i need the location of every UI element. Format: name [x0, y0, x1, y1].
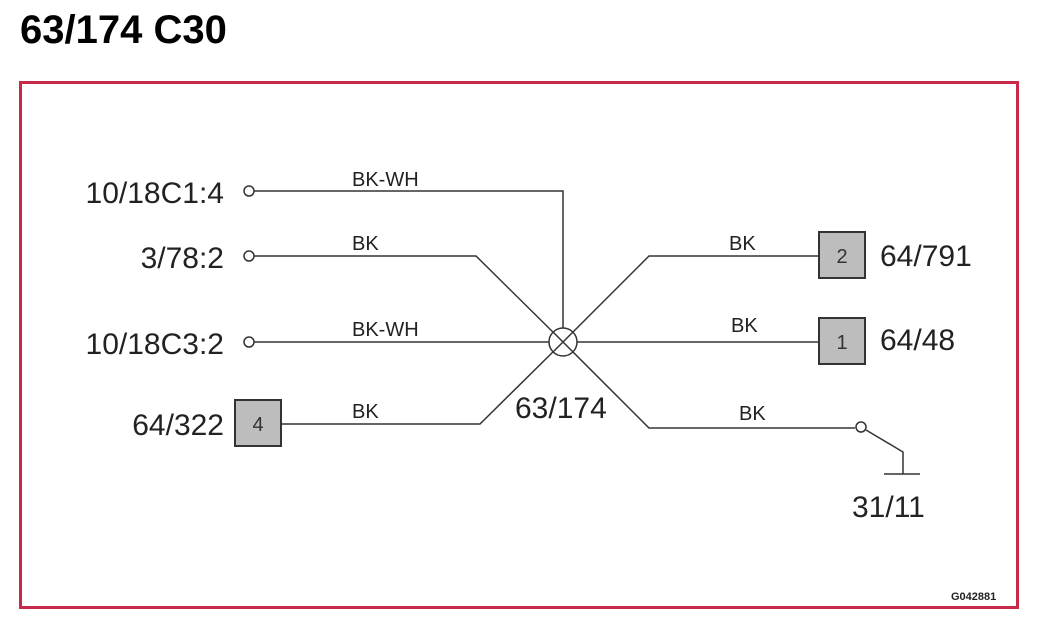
ground-icon	[865, 429, 920, 475]
wire-color-label: BK	[352, 233, 379, 255]
terminal-label: 3/78:2	[141, 242, 224, 275]
wire-color-label: BK	[731, 315, 758, 337]
wire-color-label: BK	[352, 401, 379, 423]
wire-right-3	[562, 341, 855, 429]
ground-label: 31/11	[852, 491, 925, 524]
wire-color-label: BK	[739, 403, 766, 425]
pin-left-1	[243, 185, 255, 197]
page-title: 63/174 C30	[20, 8, 227, 52]
wire-color-label: BK-WH	[352, 319, 419, 341]
terminal-label: 10/18C1:4	[86, 177, 224, 210]
terminal-label: 64/48	[880, 324, 955, 357]
wire-left-1	[254, 190, 564, 342]
splice-icon	[548, 327, 578, 357]
connector-number: 4	[252, 414, 263, 436]
pin-left-3	[243, 336, 255, 348]
wire-color-label: BK	[729, 233, 756, 255]
connector-number: 2	[836, 246, 847, 268]
diagram-frame	[19, 81, 1019, 609]
terminal-label: 64/322	[132, 409, 224, 442]
splice-label: 63/174	[515, 392, 607, 425]
figure-code: G042881	[951, 591, 996, 603]
connector-box-left-4	[234, 399, 282, 447]
wire-left-4	[281, 341, 564, 425]
connector-box-right-1	[818, 231, 866, 279]
connector-number: 1	[836, 332, 847, 354]
terminal-label: 10/18C3:2	[86, 328, 224, 361]
connector-box-right-2	[818, 317, 866, 365]
pin-left-2	[243, 250, 255, 262]
pin-right-3	[855, 421, 867, 433]
wire-left-2	[254, 255, 564, 343]
terminal-label: 64/791	[880, 240, 972, 273]
wire-color-label: BK-WH	[352, 169, 419, 191]
wire-right-1	[562, 255, 819, 343]
